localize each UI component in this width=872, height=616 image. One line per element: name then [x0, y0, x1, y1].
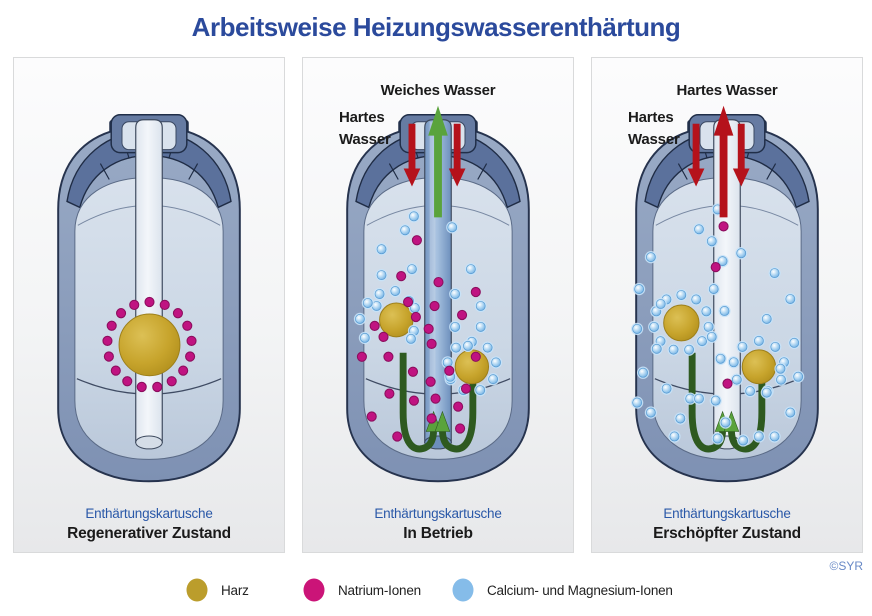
cartridge-illustration-exhausted — [631, 105, 819, 483]
top-flow-label: Hartes Wasser — [676, 82, 778, 99]
panel-in-operation: Weiches Wasser Hartes Wasser Enthärtungs… — [302, 57, 574, 553]
copyright-mark: ©SYR — [829, 559, 863, 573]
panel-caption: Enthärtungskartusche In Betrieb — [303, 506, 573, 543]
side-flow-label: Hartes Wasser — [628, 109, 680, 148]
legend-item-harz: Harz — [186, 577, 249, 603]
legend-item-calcium-magnesium: Calcium- und Magnesium-Ionen — [452, 577, 673, 603]
panel-caption: Enthärtungskartusche Regenerativer Zusta… — [14, 506, 284, 543]
cartridge-illustration-regenerative — [57, 114, 241, 483]
legend-item-natrium: Natrium-Ionen — [303, 577, 421, 603]
harz-icon — [186, 578, 208, 602]
cartridge-illustration-in-operation — [346, 105, 530, 483]
calcium-magnesium-ion-icon — [452, 578, 474, 602]
legend-label-natrium: Natrium-Ionen — [338, 582, 421, 598]
caption-cartridge: Enthärtungskartusche — [85, 506, 213, 521]
top-flow-label: Weiches Wasser — [380, 82, 496, 99]
caption-state: In Betrieb — [403, 525, 473, 542]
legend: Harz Natrium-Ionen Calcium- und Magnesiu… — [0, 577, 872, 605]
caption-state: Erschöpfter Zustand — [653, 525, 801, 542]
page-title: Arbeitsweise Heizungswasserenthärtung — [191, 12, 681, 42]
panel-exhausted-state: Hartes Wasser Hartes Wasser Enthärtungsk… — [591, 57, 863, 553]
caption-cartridge: Enthärtungskartusche — [663, 506, 791, 521]
side-flow-label: Hartes Wasser — [339, 109, 391, 148]
panel-caption: Enthärtungskartusche Erschöpfter Zustand — [592, 506, 862, 543]
panel-regenerative-state: Enthärtungskartusche Regenerativer Zusta… — [13, 57, 285, 553]
legend-label-calcium: Calcium- und Magnesium-Ionen — [487, 582, 673, 598]
caption-cartridge: Enthärtungskartusche — [374, 506, 502, 521]
caption-state: Regenerativer Zustand — [67, 525, 231, 542]
natrium-ion-icon — [303, 578, 325, 602]
legend-label-harz: Harz — [221, 582, 249, 598]
